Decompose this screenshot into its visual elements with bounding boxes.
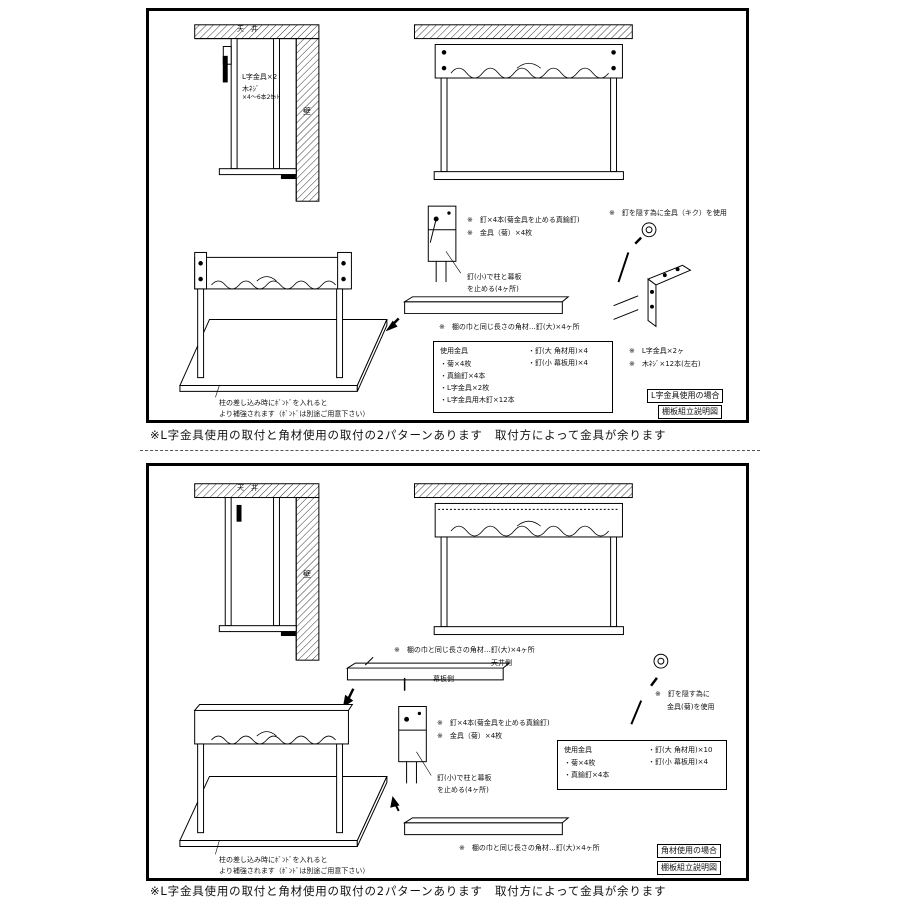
- parts-item: ・真鍮釘×4本: [440, 372, 486, 380]
- lbracket-usage-2: ※ 木ﾈｼﾞ×12本(左右): [629, 360, 701, 368]
- lbracket-note: L字金具×2: [242, 73, 278, 81]
- lbracket-diagram-panel: 天 井 壁 L字金具×2 木ﾈｼﾞ ×4～6本2ｾｯﾄ ※ 釘×4本(菊金具を止…: [146, 8, 749, 423]
- parts-list: 使用金具 ・菊×4枚 ・真鍮釘×4本 ・釘(大 角材用)×10 ・釘(小 幕板用…: [557, 740, 727, 790]
- small-nail-note-1: 釘(小)で柱と幕板: [467, 273, 522, 281]
- ceiling-label: 天 井: [237, 25, 258, 33]
- separator: [140, 450, 760, 451]
- caption-bottom: ※L字金具使用の取付と角材使用の取付の2パターンあります 取付方によって金具が余…: [150, 884, 667, 898]
- screw-note-1: 木ﾈｼﾞ: [242, 85, 260, 93]
- bond-note-2: より補強されます（ﾎﾞﾝﾄﾞは別途ご用意下さい）: [219, 867, 370, 875]
- kiku-note-1: ※ 釘を隠す為に: [655, 690, 710, 698]
- bottom-bar: [390, 795, 570, 836]
- front-view: [413, 24, 633, 181]
- kiku-detail: [630, 653, 669, 725]
- square-bar-note-bottom: ※ 棚の巾と同じ長さの角材…釘(大)×4ヶ所: [459, 844, 600, 852]
- parts-title: 使用金具: [564, 746, 592, 754]
- ceiling-side-label: 天井側: [491, 659, 512, 667]
- front-view: [413, 483, 633, 636]
- parts-item: ・菊×4枚: [564, 759, 596, 767]
- case-tag: 角材使用の場合: [657, 844, 721, 858]
- caption-top: ※L字金具使用の取付と角材使用の取付の2パターンあります 取付方によって金具が余…: [150, 428, 667, 442]
- kiku-note-2: 金具(菊)を使用: [667, 703, 715, 711]
- square-bar: [342, 656, 511, 708]
- nail-note-2: ※ 金具（菊）×4枚: [467, 229, 533, 237]
- side-view: [194, 24, 320, 202]
- bond-note-1: 柱の差し込み時にﾎﾞﾝﾄﾞを入れると: [219, 399, 328, 407]
- shelf-perspective: [179, 251, 388, 392]
- nail-note-2: ※ 金具（菊）×4枚: [437, 732, 503, 740]
- shelf-perspective: [179, 704, 388, 847]
- parts-item: ・釘(小 幕板用)×4: [528, 359, 589, 367]
- ceiling-label: 天 井: [237, 484, 258, 492]
- post-detail: [427, 205, 457, 283]
- parts-item: ・L字金具用木釘×12本: [440, 396, 515, 404]
- case-tag: L字金具使用の場合: [647, 389, 724, 403]
- wall-label: 壁: [303, 107, 311, 116]
- post-detail: [398, 706, 427, 784]
- small-nail-note-1: 釘(小)で柱と幕板: [437, 774, 492, 782]
- screw-note-2: ×4～6本2ｾｯﾄ: [242, 94, 280, 101]
- nail-note-1: ※ 釘×4本(菊金具を止める真鍮釘): [437, 719, 550, 727]
- bond-note-1: 柱の差し込み時にﾎﾞﾝﾄﾞを入れると: [219, 856, 328, 864]
- parts-list: 使用金具 ・菊×4枚 ・真鍮釘×4本 ・L字金具×2枚 ・L字金具用木釘×12本…: [433, 341, 613, 413]
- small-nail-note-2: を止める(4ヶ所): [437, 786, 489, 794]
- lbracket-usage-1: ※ L字金具×2ヶ: [629, 347, 685, 355]
- bracket-detail: [613, 222, 692, 328]
- square-bar: [385, 296, 570, 332]
- kiku-note: ※ 釘を隠す為に金具（キク）を使用: [609, 209, 727, 217]
- curtain-side-label: 幕板側: [433, 675, 454, 683]
- parts-item: ・釘(大 角材用)×10: [648, 746, 713, 754]
- square-bar-note-top: ※ 棚の巾と同じ長さの角材…釘(大)×4ヶ所: [394, 646, 535, 654]
- parts-title: 使用金具: [440, 347, 468, 355]
- parts-item: ・釘(小 幕板用)×4: [648, 758, 709, 766]
- square-bar-diagram-panel: 天 井 壁 ※ 棚の巾と同じ長さの角材…釘(大)×4ヶ所 天井側 幕板側 ※ 釘…: [146, 463, 749, 881]
- parts-item: ・真鍮釘×4本: [564, 771, 610, 779]
- nail-note-1: ※ 釘×4本(菊金具を止める真鍮釘): [467, 216, 580, 224]
- square-bar-diagram-drawing: [179, 483, 669, 855]
- parts-item: ・釘(大 角材用)×4: [528, 347, 589, 355]
- lbracket-diagram-drawing: [179, 24, 692, 398]
- diagram-tag: 棚板組立説明図: [657, 861, 721, 875]
- small-nail-note-2: を止める(4ヶ所): [467, 285, 519, 293]
- side-view: [194, 483, 320, 661]
- bond-note-2: より補強されます（ﾎﾞﾝﾄﾞは別途ご用意下さい）: [219, 410, 370, 418]
- parts-item: ・菊×4枚: [440, 360, 472, 368]
- square-bar-note: ※ 棚の巾と同じ長さの角材…釘(大)×4ヶ所: [439, 323, 580, 331]
- parts-item: ・L字金具×2枚: [440, 384, 490, 392]
- diagram-tag: 棚板組立説明図: [658, 405, 722, 419]
- wall-label: 壁: [303, 570, 311, 579]
